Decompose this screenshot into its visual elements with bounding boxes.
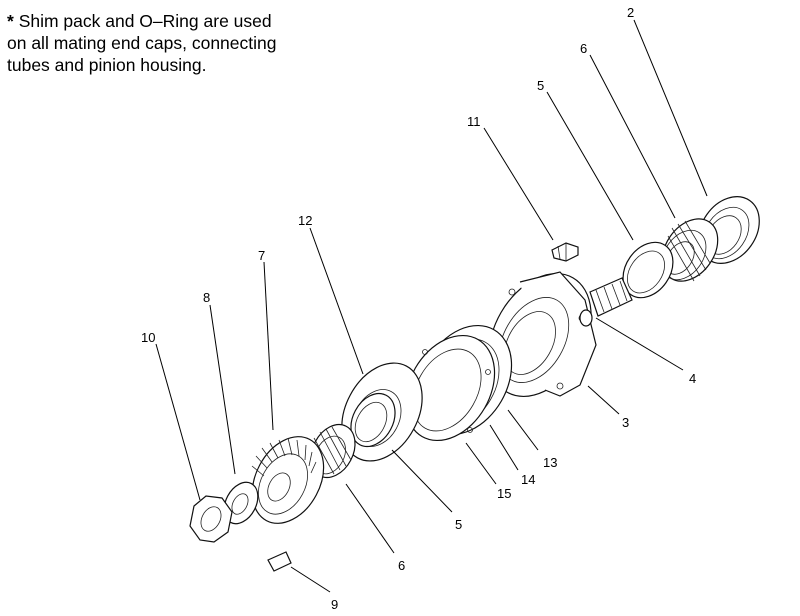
part-9-key	[267, 551, 292, 572]
shim-pack-note: * Shim pack and O–Ring are used on all m…	[7, 10, 407, 76]
callout-10: 10	[141, 330, 155, 345]
pinion-shaft	[589, 277, 633, 317]
part-3-pinion-housing	[488, 271, 597, 398]
leader-lines	[155, 19, 708, 593]
callout-2: 2	[627, 5, 634, 20]
callout-6-bottom: 6	[398, 558, 405, 573]
callout-9: 9	[331, 597, 338, 612]
part-7-bevel-gear	[251, 436, 325, 524]
callout-8: 8	[203, 290, 210, 305]
part-8-washer	[223, 481, 259, 525]
part-5-bearing-race-bottom	[350, 392, 396, 448]
callout-12: 12	[298, 213, 312, 228]
callout-5-top: 5	[537, 78, 544, 93]
callout-6-top: 6	[580, 41, 587, 56]
callout-3: 3	[622, 415, 629, 430]
callout-11: 11	[467, 114, 481, 129]
callout-14: 14	[521, 472, 535, 487]
part-11-bolt	[551, 242, 579, 262]
part-4-seal	[579, 309, 593, 327]
note-asterisk: *	[7, 11, 14, 31]
part-10-hex-nut	[189, 495, 233, 543]
callout-5-bottom: 5	[455, 517, 462, 532]
part-14-15-shim-flange	[404, 334, 496, 442]
callout-4: 4	[689, 371, 696, 386]
part-5-bearing-race-top	[622, 241, 674, 299]
callout-7: 7	[258, 248, 265, 263]
note-line-2: on all mating end caps, connecting	[7, 33, 277, 53]
note-line-1: * Shim pack and O–Ring are used	[7, 11, 272, 31]
callouts: 2 6 5 11 12 7 8 10 4 3 13 14 15 5 6 9	[141, 5, 696, 612]
part-6-roller-bearing-top	[661, 218, 719, 282]
callout-13: 13	[543, 455, 557, 470]
note-line-3: tubes and pinion housing.	[7, 55, 207, 75]
callout-15: 15	[497, 486, 511, 501]
